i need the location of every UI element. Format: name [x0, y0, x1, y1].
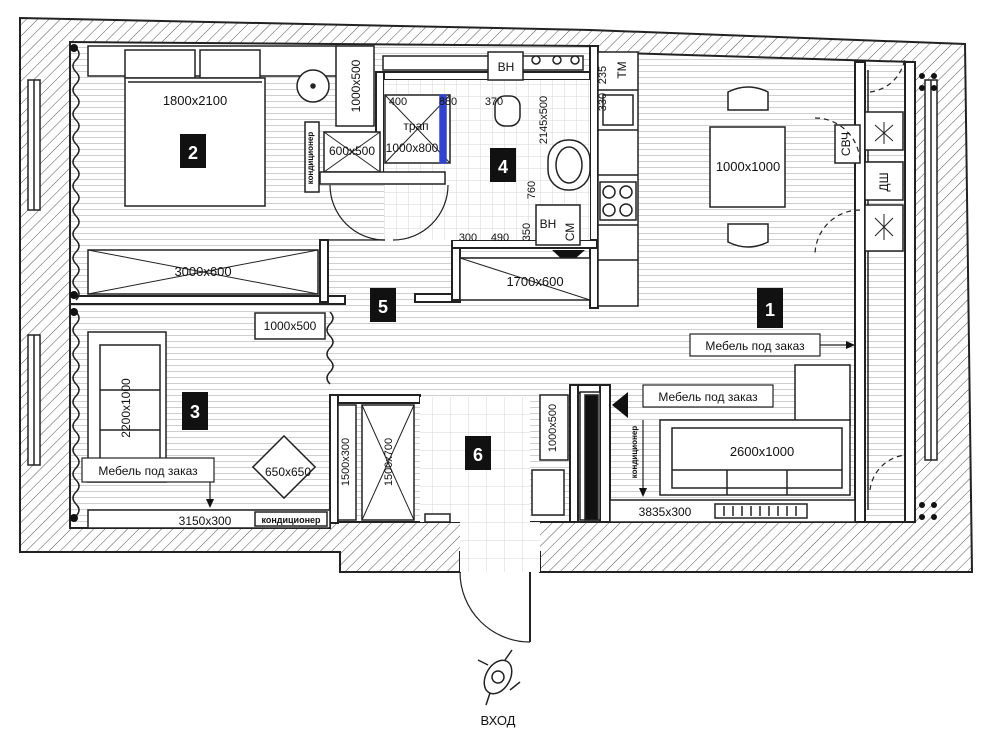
curtain-dots — [70, 44, 937, 522]
room-3-marker: 3 — [182, 392, 208, 430]
svg-text:6: 6 — [473, 445, 483, 465]
partition — [579, 391, 601, 521]
custom-furniture-note-3: Мебель под заказ — [81, 457, 215, 508]
bedroom-doors — [320, 184, 449, 241]
bedroom-wardrobe2-dim: 3000x600 — [174, 264, 231, 279]
dim-370: 370 — [485, 96, 503, 108]
room3-furniture — [87, 312, 331, 529]
room-5-marker: 5 — [370, 288, 396, 322]
windows — [27, 79, 938, 466]
room-1-marker: 1 — [757, 288, 783, 328]
custom-furniture-note-2: Мебель под заказ — [642, 384, 774, 408]
dsh-label: ДШ — [877, 172, 891, 191]
bedroom-furniture — [87, 45, 446, 295]
svg-text:3: 3 — [190, 402, 200, 422]
dining-table — [709, 126, 786, 208]
sofa-living-dim: 2600x1000 — [730, 444, 794, 459]
chair-top — [727, 86, 769, 111]
entrance-door[interactable] — [459, 571, 531, 643]
bedroom-wardrobe-dim: 1000x500 — [349, 59, 363, 112]
appliance-column — [834, 111, 904, 252]
ac-label-r3: кондиционер — [261, 515, 321, 525]
ac-unit-r3 — [254, 511, 328, 527]
dining-set — [709, 86, 786, 248]
cm-label: СМ — [563, 223, 577, 242]
sink-kitchen — [602, 94, 634, 126]
toilet — [494, 95, 521, 127]
closet-hall-a-dim: 1500x300 — [340, 438, 352, 486]
dim-350: 350 — [521, 223, 533, 241]
custom-furniture-note-1: Мебель под заказ — [689, 333, 855, 357]
ac-label-bedroom: кондиционер — [306, 132, 315, 185]
dim-300a: 300 — [459, 232, 477, 244]
svg-text:Мебель под заказ: Мебель под заказ — [98, 464, 198, 478]
dim-490: 490 — [491, 232, 509, 244]
ac-arrow-living — [612, 392, 628, 418]
room-6-marker: 6 — [465, 436, 491, 470]
chair-bottom — [727, 223, 769, 248]
dim-760: 760 — [526, 181, 538, 199]
bedroom-wardrobe-small — [335, 45, 375, 127]
console-dim: 3835x300 — [639, 505, 692, 519]
kitchen-doors — [814, 56, 906, 491]
armchair — [251, 434, 317, 500]
dim-880: 880 — [439, 96, 457, 108]
kitchen-cabinets — [597, 51, 639, 307]
entry-floor — [460, 522, 540, 572]
trap-label: трап — [403, 119, 428, 133]
vanity-dim: 1000x500 — [547, 404, 559, 452]
tm-label: ТМ — [615, 61, 629, 78]
svch-label: СВЧ — [839, 132, 853, 156]
dim-235: 235 — [597, 66, 609, 84]
washer — [535, 204, 581, 246]
ac-label-living: кондиционер — [630, 426, 639, 479]
bathroom-fixtures — [382, 51, 591, 279]
hall-wardrobe-dim: 1000x500 — [264, 319, 317, 333]
closet-hall-b-dim: 1500x700 — [383, 438, 395, 486]
chair-dim: 650x650 — [265, 465, 311, 479]
dim-330: 330 — [597, 93, 609, 111]
svg-text:4: 4 — [498, 157, 508, 177]
shower-dim: 1000x800 — [386, 141, 439, 155]
room-4-marker: 4 — [490, 148, 516, 182]
closet-bath-dim: 600x500 — [329, 144, 375, 158]
sofa-r3-dim: 2200x1000 — [119, 378, 133, 438]
laundry-cabinet — [459, 257, 591, 301]
shelf-r3-dim: 3150x300 — [179, 514, 232, 528]
svg-text:Мебель под заказ: Мебель под заказ — [658, 390, 758, 404]
svg-text:1: 1 — [765, 300, 775, 320]
laundry-dim: 1700x600 — [506, 274, 563, 289]
vn-label-2: ВН — [540, 217, 557, 231]
table-dim: 1000x1000 — [716, 159, 780, 174]
svg-text:5: 5 — [378, 297, 388, 317]
svg-text:2: 2 — [188, 143, 198, 163]
entrance-label: вход — [481, 713, 516, 728]
person-icon — [477, 649, 521, 706]
hall-closets — [337, 394, 569, 523]
svg-text:Мебель под заказ: Мебель под заказ — [705, 339, 805, 353]
bed-dim: 1800x2100 — [163, 93, 227, 108]
vn-label-1: ВН — [498, 60, 515, 74]
hall-wardrobe-small — [254, 312, 326, 340]
tv-console — [609, 499, 856, 523]
ac-arrowhead-living — [639, 488, 647, 497]
room-2-marker: 2 — [180, 134, 206, 168]
dim-400: 400 — [389, 96, 407, 108]
dim-2145: 2145x500 — [538, 96, 550, 144]
living-sofa — [659, 364, 851, 496]
